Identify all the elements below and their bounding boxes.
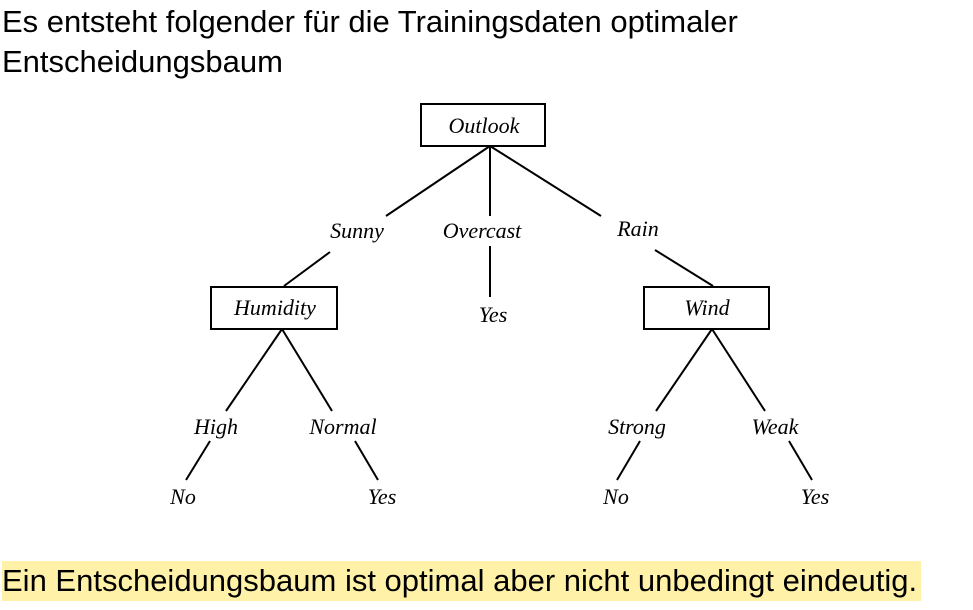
leaf-overcast-yes: Yes (479, 302, 508, 327)
branch-overcast: Overcast (443, 218, 522, 243)
humidity-node-label: Humidity (233, 295, 316, 320)
branch-weak: Weak (752, 414, 800, 439)
wind-node-box (643, 286, 770, 330)
branch-normal: Normal (308, 414, 376, 439)
wind-node-label: Wind (684, 295, 730, 320)
edge-high-no (185, 440, 211, 481)
outlook-node-label: Outlook (449, 113, 521, 138)
branch-sunny: Sunny (330, 218, 384, 243)
edge-humidity-normal (281, 328, 333, 412)
edge-outlook-rain (489, 145, 602, 217)
heading-line-1: Es entsteht folgender für die Trainingsd… (2, 4, 738, 39)
edge-wind-weak (711, 328, 766, 412)
edge-wind-strong (655, 328, 713, 412)
branch-high: High (193, 414, 238, 439)
leaf-strong-no: No (602, 484, 629, 509)
leaf-normal-yes: Yes (368, 484, 397, 509)
footer-note: Ein Entscheidungsbaum ist optimal aber n… (2, 561, 922, 601)
edge-sunny-humidity (283, 251, 331, 287)
edge-weak-yes (788, 440, 813, 481)
edge-normal-yes (354, 440, 379, 481)
leaf-high-no: No (169, 484, 196, 509)
branch-rain: Rain (616, 216, 659, 241)
heading-line-2: Entscheidungsbaum (2, 44, 283, 79)
edge-outlook-sunny (385, 145, 491, 217)
outlook-node-box (420, 103, 546, 147)
branch-strong: Strong (608, 414, 666, 439)
leaf-weak-yes: Yes (801, 484, 830, 509)
decision-tree: Outlook Humidity Wind Sunny Overcast Rai… (169, 103, 830, 509)
edge-rain-wind (654, 249, 714, 287)
edge-strong-no (616, 440, 641, 481)
edge-humidity-high (225, 328, 283, 412)
humidity-node-box (210, 286, 338, 330)
slide-heading: Es entsteht folgender für die Trainingsd… (2, 2, 962, 82)
